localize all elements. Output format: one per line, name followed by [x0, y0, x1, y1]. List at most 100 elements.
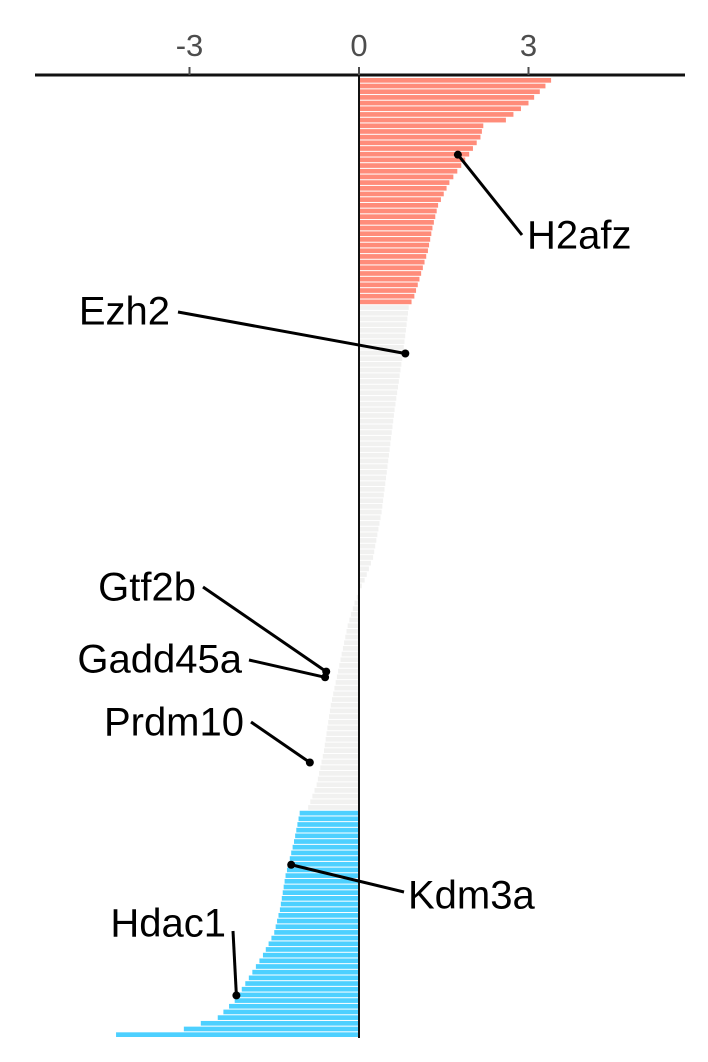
bar — [359, 259, 425, 265]
bar — [330, 702, 359, 708]
bar — [359, 555, 374, 560]
bar — [359, 498, 384, 504]
bar — [359, 225, 433, 231]
bar — [331, 697, 359, 702]
bar — [323, 748, 359, 753]
bar — [359, 174, 454, 180]
bar — [200, 1020, 359, 1026]
gene-label: Prdm10 — [104, 701, 244, 745]
bar — [359, 254, 427, 259]
bar — [241, 986, 359, 992]
bar — [359, 288, 417, 293]
bar — [245, 981, 359, 986]
gene-label: Gadd45a — [77, 638, 242, 682]
bar — [359, 220, 434, 225]
bar — [359, 339, 405, 344]
gene-label: Ezh2 — [79, 290, 170, 334]
bar — [346, 629, 359, 634]
bar — [295, 833, 359, 839]
bar — [359, 322, 407, 327]
bar — [296, 827, 359, 833]
bar — [359, 549, 375, 555]
bar — [286, 867, 359, 873]
annotation-point — [321, 673, 330, 682]
bar — [356, 594, 359, 600]
bar — [344, 640, 359, 646]
annotation-point — [305, 758, 314, 767]
bar — [310, 799, 359, 805]
bar — [359, 350, 404, 356]
x-tick-label: 3 — [520, 28, 537, 63]
bar — [359, 83, 546, 89]
bar — [359, 202, 439, 208]
bar — [183, 1026, 359, 1032]
bar — [325, 736, 359, 742]
bar — [359, 373, 400, 379]
bar — [359, 106, 521, 112]
bar — [288, 861, 359, 867]
bar — [359, 316, 408, 322]
bar — [116, 1032, 359, 1037]
bar — [359, 435, 392, 441]
bar — [334, 685, 359, 691]
bar — [359, 214, 436, 220]
bar — [320, 765, 359, 771]
bar — [324, 742, 359, 748]
bar — [359, 379, 399, 384]
bar — [359, 504, 383, 509]
bar — [359, 310, 409, 316]
annotation-point — [401, 349, 410, 358]
x-tick-label: 0 — [350, 28, 367, 63]
bar — [359, 157, 466, 163]
annotation-leader-line — [248, 658, 326, 679]
bar — [359, 481, 386, 486]
bar — [359, 191, 444, 197]
bar — [359, 168, 458, 174]
bar — [291, 850, 359, 856]
bar — [298, 816, 359, 822]
bar — [359, 475, 387, 481]
bar — [275, 924, 359, 930]
bar — [359, 271, 422, 276]
bar — [359, 129, 482, 134]
bar — [359, 543, 376, 549]
bar — [359, 521, 380, 526]
bar — [359, 151, 470, 157]
bar — [217, 1015, 359, 1020]
bar — [341, 651, 359, 657]
bar — [359, 123, 484, 129]
annotation-leader-line — [250, 720, 311, 764]
x-tick-label: -3 — [176, 28, 204, 63]
bar — [308, 805, 359, 810]
bar — [359, 401, 396, 407]
bar — [299, 810, 359, 816]
bar — [284, 878, 359, 884]
bar — [359, 356, 403, 362]
bar — [238, 992, 359, 998]
bar — [248, 975, 359, 981]
bar — [359, 515, 381, 521]
bar — [359, 140, 477, 146]
bar — [359, 367, 401, 373]
bar — [359, 208, 437, 214]
bar — [223, 1009, 359, 1015]
bar — [262, 952, 359, 958]
bar — [359, 384, 398, 390]
bar — [359, 333, 406, 339]
bar — [268, 941, 359, 947]
bar — [359, 180, 450, 185]
bar — [234, 998, 359, 1003]
annotation-leader-line — [231, 930, 238, 996]
bar — [359, 526, 379, 532]
bar — [359, 492, 384, 498]
bar — [328, 719, 359, 725]
bar — [359, 424, 393, 430]
bar — [359, 464, 388, 469]
bar — [359, 447, 390, 452]
bar — [338, 668, 359, 674]
bar — [359, 566, 369, 572]
bar — [283, 884, 359, 890]
bar — [359, 396, 397, 401]
